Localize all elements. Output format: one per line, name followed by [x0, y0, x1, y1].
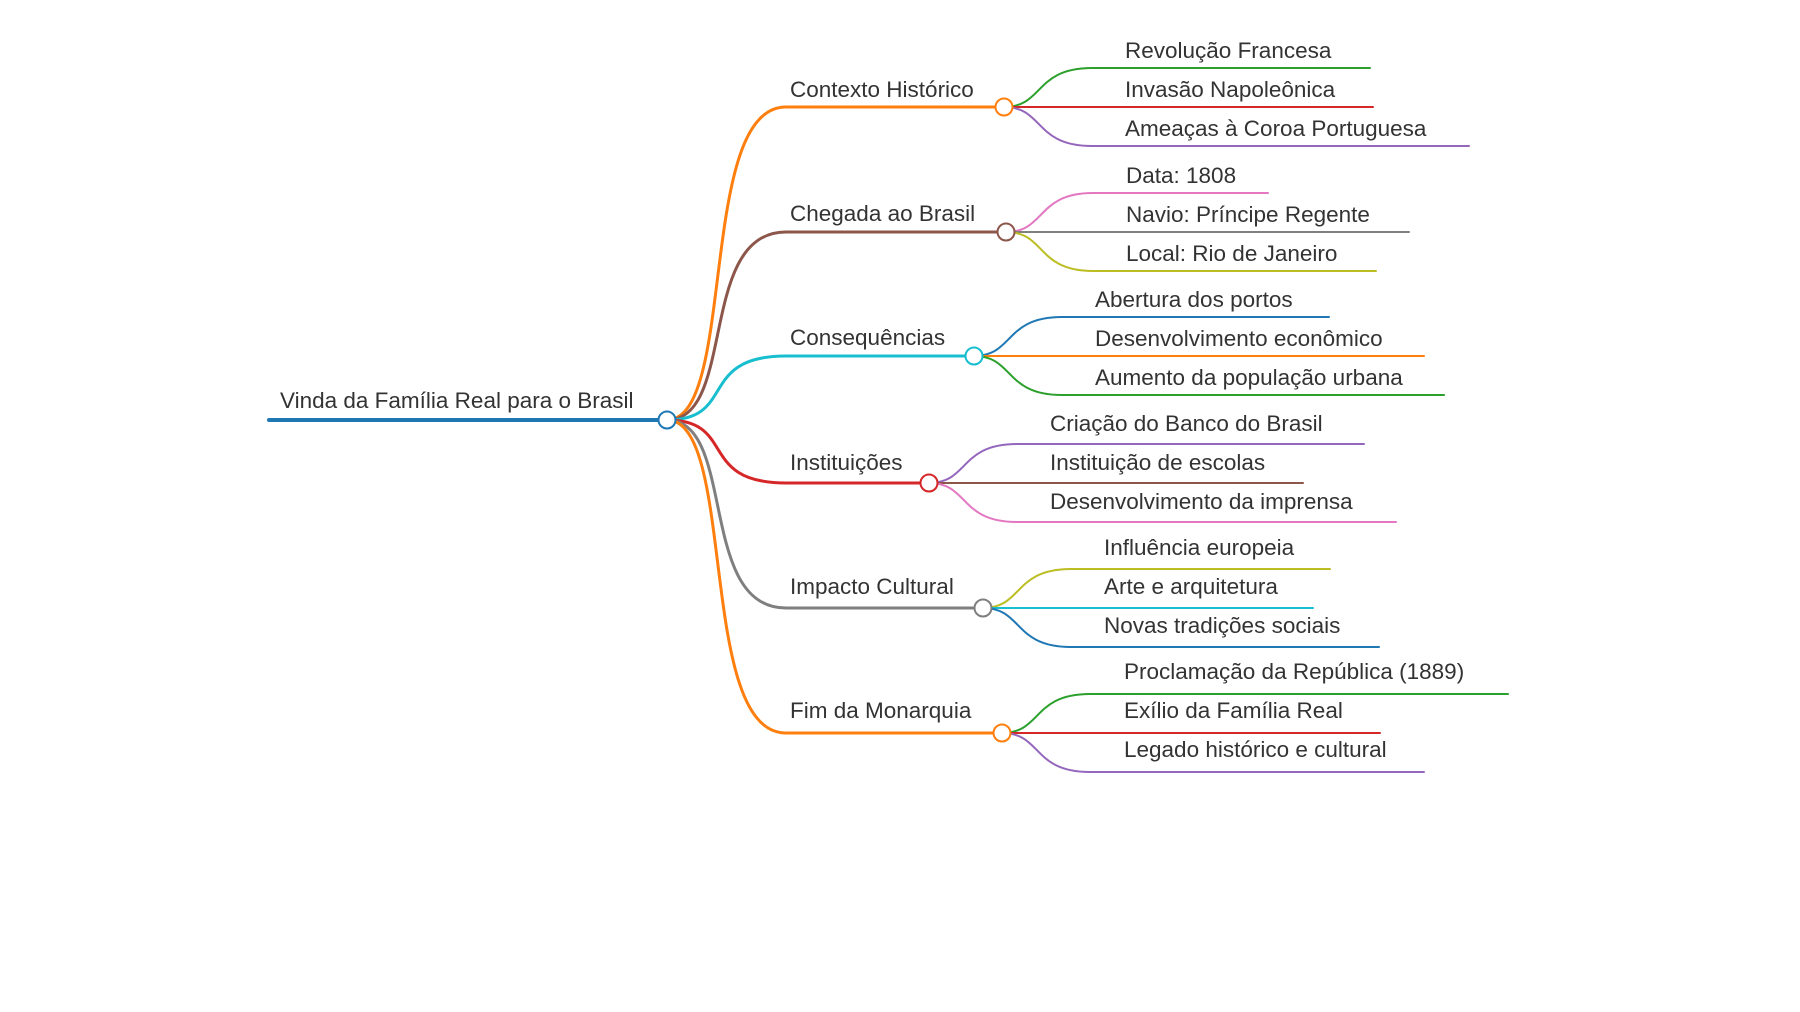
leaf-label[interactable]: Proclamação da República (1889)	[1124, 659, 1464, 684]
leaf-label[interactable]: Data: 1808	[1126, 163, 1236, 188]
leaf-label[interactable]: Legado histórico e cultural	[1124, 737, 1387, 762]
root-node-circle[interactable]	[657, 410, 677, 430]
leaf-label[interactable]: Exílio da Família Real	[1124, 698, 1343, 723]
leaf-connector	[1001, 732, 1091, 773]
branch-label-consequencias: Consequências	[790, 325, 945, 350]
leaf-label[interactable]: Aumento da população urbana	[1095, 365, 1403, 390]
leaf-label[interactable]: Local: Rio de Janeiro	[1126, 241, 1337, 266]
branch-node-circle[interactable]	[964, 346, 984, 366]
leaf-connector	[928, 482, 1018, 523]
branch-label-chegada-ao-brasil: Chegada ao Brasil	[790, 201, 975, 226]
leaf-connector	[1003, 67, 1093, 108]
branch-connector	[665, 354, 788, 422]
branch-connector	[665, 418, 788, 735]
branch-node-impacto[interactable]: Impacto Cultural	[790, 574, 954, 599]
leaf-connector	[1005, 192, 1094, 233]
branch-connector	[665, 105, 788, 422]
leaf-label[interactable]: Desenvolvimento da imprensa	[1050, 489, 1353, 514]
root-node[interactable]: Vinda da Família Real para o Brasil	[280, 388, 634, 413]
branch-connector	[665, 230, 788, 422]
branch-connector	[665, 418, 788, 610]
branch-label-impacto-cultural: Impacto Cultural	[790, 574, 954, 599]
branch-node-circle[interactable]	[919, 473, 939, 493]
leaf-label[interactable]: Revolução Francesa	[1125, 38, 1332, 63]
leaf-connector	[973, 316, 1063, 357]
leaf-label[interactable]: Navio: Príncipe Regente	[1126, 202, 1370, 227]
leaf-label[interactable]: Invasão Napoleônica	[1125, 77, 1336, 102]
leaf-connector	[1003, 106, 1093, 147]
leaf-label[interactable]: Influência europeia	[1104, 535, 1295, 560]
leaf-connector	[1005, 231, 1094, 272]
branch-node-consequencias[interactable]: Consequências	[790, 325, 945, 350]
branch-node-chegada[interactable]: Chegada ao Brasil	[790, 201, 975, 226]
branch-node-circle[interactable]	[994, 97, 1014, 117]
branch-node-contexto[interactable]: Contexto Histórico	[790, 77, 974, 102]
branch-node-circle[interactable]	[973, 598, 993, 618]
leaf-label[interactable]: Desenvolvimento econômico	[1095, 326, 1383, 351]
branch-node-circle[interactable]	[992, 723, 1012, 743]
branch-node-circle[interactable]	[996, 222, 1016, 242]
leaf-connector	[973, 355, 1063, 396]
leaf-connector	[982, 568, 1072, 609]
leaf-connector	[982, 607, 1072, 648]
leaf-label[interactable]: Criação do Banco do Brasil	[1050, 411, 1323, 436]
edges-layer	[267, 67, 1509, 773]
branch-label-fim-da-monarquia: Fim da Monarquia	[790, 698, 972, 723]
leaf-label[interactable]: Ameaças à Coroa Portuguesa	[1125, 116, 1427, 141]
nodes-layer: Vinda da Família Real para o Brasil Cont…	[280, 38, 1464, 762]
branch-node-fim[interactable]: Fim da Monarquia	[790, 698, 972, 723]
root-label: Vinda da Família Real para o Brasil	[280, 388, 634, 413]
leaf-label[interactable]: Arte e arquitetura	[1104, 574, 1278, 599]
branch-connector	[665, 418, 788, 485]
branch-label-instituicoes: Instituições	[790, 450, 903, 475]
leaf-label[interactable]: Novas tradições sociais	[1104, 613, 1340, 638]
branch-node-instituicoes[interactable]: Instituições	[790, 450, 903, 475]
leaf-connector	[928, 443, 1018, 484]
leaf-label[interactable]: Instituição de escolas	[1050, 450, 1265, 475]
leaf-label[interactable]: Abertura dos portos	[1095, 287, 1293, 312]
leaf-connector	[1001, 693, 1091, 734]
branch-label-contexto-historico: Contexto Histórico	[790, 77, 974, 102]
